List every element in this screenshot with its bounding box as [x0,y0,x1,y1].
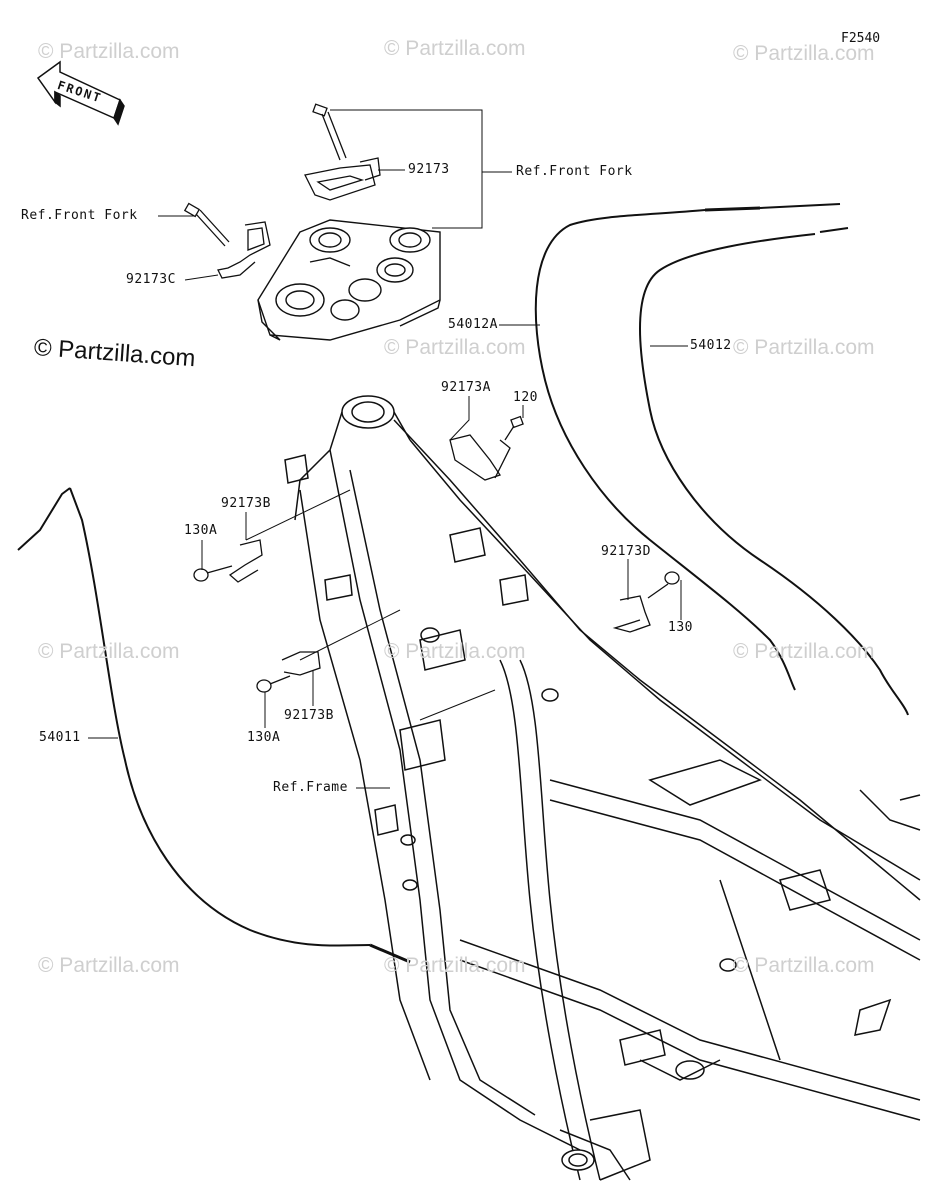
part-label-92173C: 92173C [125,272,177,287]
part-label-92173D: 92173D [600,544,652,559]
ref-frame: Ref.Frame [272,780,349,795]
watermark: © Partzilla.com [384,37,526,60]
bolt-120 [504,415,524,441]
part-label-130: 130 [667,620,694,635]
part-label-92173B-upper: 92173B [220,496,272,511]
ref-front-fork-right: Ref.Front Fork [515,164,634,179]
part-label-54011: 54011 [38,730,82,745]
figure-code: F2540 [841,31,881,46]
clamp-92173B-upper [228,539,263,583]
clamp-92173A [449,434,511,481]
part-label-130A-upper: 130A [183,523,219,538]
part-label-54012: 54012 [689,338,733,353]
watermark: © Partzilla.com [384,336,526,359]
cable-54011 [17,487,411,964]
watermark: © Partzilla.com [733,640,875,663]
clamp-92173 [304,157,381,201]
cable-54012 [639,227,909,716]
watermark: © Partzilla.com [38,640,180,663]
watermark: © Partzilla.com [38,40,180,63]
bolt-130 [647,571,680,599]
cable-54012A [534,203,841,691]
watermark: © Partzilla.com [733,42,875,65]
leader-lines-frame [201,396,682,789]
part-label-92173B-lower: 92173B [283,708,335,723]
bolt-130A-upper [193,565,233,582]
part-label-54012A: 54012A [447,317,499,332]
clamp-92173B-lower [281,651,321,676]
watermark: © Partzilla.com [733,336,875,359]
steering-stem-clamp [257,219,441,341]
ref-front-fork-left: Ref.Front Fork [20,208,139,223]
motorcycle-frame [284,395,921,1181]
part-label-92173A: 92173A [440,380,492,395]
clamp-92173C [217,221,271,279]
watermark: © Partzilla.com [38,954,180,977]
bolt-130A-lower [256,675,291,693]
part-label-92173: 92173 [407,162,451,177]
part-label-130A-lower: 130A [246,730,282,745]
bolt-upper-right [312,103,347,161]
watermark: © Partzilla.com [733,954,875,977]
bolt-upper-left [183,202,230,247]
front-direction-arrow-icon [36,60,125,126]
clamp-92173D [612,595,651,633]
watermark: © Partzilla.com [384,954,526,977]
watermark: © Partzilla.com [384,640,526,663]
leader-lines-upper [158,109,512,281]
part-label-120: 120 [512,390,539,405]
